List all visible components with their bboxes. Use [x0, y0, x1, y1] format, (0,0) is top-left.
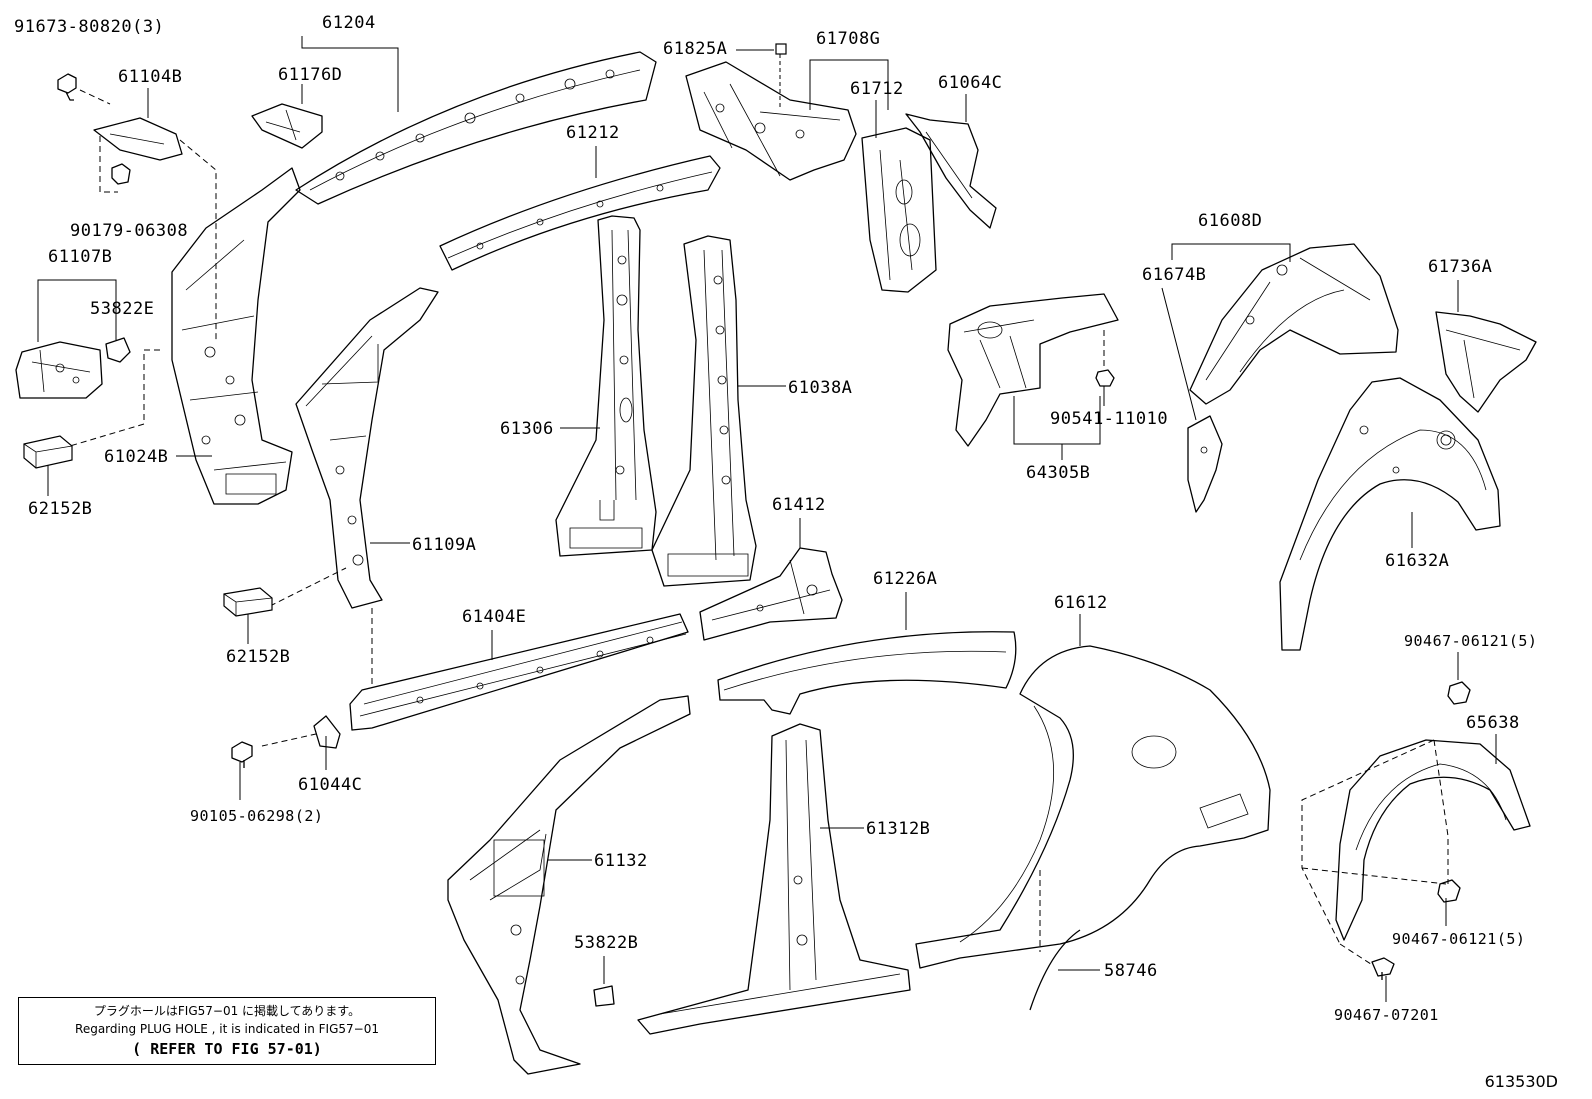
label-90467-06121-lower[interactable]: 90467-06121(5)	[1392, 930, 1525, 948]
dash-65638-clip	[1339, 943, 1375, 967]
label-91673-80820[interactable]: 91673-80820(3)	[14, 17, 164, 37]
label-90467-07201[interactable]: 90467-07201	[1334, 1006, 1439, 1024]
label-90105-06298[interactable]: 90105-06298(2)	[190, 807, 323, 825]
part-labels: 91673-80820(3) 61204 61176D 61104B 90179…	[14, 13, 1537, 1024]
label-61038a[interactable]: 61038A	[788, 378, 852, 398]
label-61064c[interactable]: 61064C	[938, 73, 1002, 93]
label-61109a[interactable]: 61109A	[412, 535, 476, 555]
dash-65638-outline	[1301, 739, 1449, 945]
figure-code: 613530D	[1484, 1072, 1558, 1091]
label-61104b[interactable]: 61104B	[118, 67, 182, 87]
part-61176d[interactable]	[251, 103, 323, 149]
nut-90179[interactable]	[111, 163, 131, 185]
label-61404e[interactable]: 61404E	[462, 607, 526, 627]
label-61044c[interactable]: 61044C	[298, 775, 362, 795]
label-61024b[interactable]: 61024B	[104, 447, 168, 467]
part-64305b[interactable]	[947, 293, 1119, 447]
part-61104b[interactable]	[93, 117, 183, 161]
part-62152b-upper[interactable]	[23, 435, 73, 469]
part-65638[interactable]	[1335, 739, 1531, 941]
label-61736a[interactable]: 61736A	[1428, 257, 1492, 277]
label-58746[interactable]: 58746	[1104, 961, 1158, 981]
label-90467-06121-upper[interactable]: 90467-06121(5)	[1404, 632, 1537, 650]
label-62152b-lower[interactable]: 62152B	[226, 647, 290, 667]
part-61024b[interactable]	[171, 167, 301, 505]
label-61608d[interactable]: 61608D	[1198, 211, 1262, 231]
label-90541-11010[interactable]: 90541-11010	[1050, 409, 1168, 429]
part-61708g[interactable]	[685, 61, 857, 181]
label-53822e[interactable]: 53822E	[90, 299, 154, 319]
part-61736a[interactable]	[1435, 311, 1537, 413]
label-64305b[interactable]: 64305B	[1026, 463, 1090, 483]
label-61212[interactable]: 61212	[566, 123, 620, 143]
part-61038a[interactable]	[651, 235, 757, 587]
label-61632a[interactable]: 61632A	[1385, 551, 1449, 571]
part-61132[interactable]	[447, 695, 691, 1075]
part-61212[interactable]	[439, 155, 721, 271]
part-62152b-lower[interactable]	[223, 587, 273, 617]
note-line-english: Regarding PLUG HOLE , it is indicated in…	[75, 1022, 379, 1036]
part-61064c[interactable]	[905, 113, 997, 229]
leader-61204	[301, 36, 399, 112]
assembly-dashed-lines	[69, 89, 1449, 967]
label-61674b[interactable]: 61674B	[1142, 265, 1206, 285]
part-61404e[interactable]	[349, 613, 689, 731]
part-53822e[interactable]	[105, 337, 131, 363]
clip-90467-06121-upper[interactable]	[1447, 681, 1471, 705]
dash-bolt-61044c	[261, 733, 317, 747]
label-61612[interactable]: 61612	[1054, 593, 1108, 613]
part-61044c[interactable]	[313, 715, 341, 749]
part-61226a[interactable]	[717, 631, 1017, 715]
label-62152b-upper[interactable]: 62152B	[28, 499, 92, 519]
label-61825a[interactable]: 61825A	[663, 39, 727, 59]
label-61712[interactable]: 61712	[850, 79, 904, 99]
dash-61104b-pillar	[179, 139, 217, 340]
part-61608d[interactable]	[1189, 243, 1399, 405]
dash-61104b-nut	[99, 136, 118, 193]
label-61107b[interactable]: 61107B	[48, 247, 112, 267]
part-61412[interactable]	[699, 547, 843, 641]
clip-90467-07201[interactable]	[1371, 957, 1395, 980]
part-61612[interactable]	[915, 645, 1271, 969]
leader-61674b	[1161, 287, 1197, 421]
part-61674b[interactable]	[1187, 415, 1223, 513]
label-61176d[interactable]: 61176D	[278, 65, 342, 85]
leader-61107b	[37, 279, 117, 342]
note-reference[interactable]: ( REFER TO FIG 57-01)	[132, 1040, 322, 1058]
part-58746[interactable]	[1029, 929, 1081, 1011]
part-61306[interactable]	[555, 215, 657, 557]
part-61825a[interactable]	[775, 43, 787, 55]
label-53822b[interactable]: 53822B	[574, 933, 638, 953]
label-90179-06308[interactable]: 90179-06308	[70, 221, 188, 241]
label-61306[interactable]: 61306	[500, 419, 554, 439]
bolt-91673[interactable]	[57, 73, 77, 101]
leader-lines	[37, 36, 1497, 1002]
part-61107b[interactable]	[15, 341, 103, 399]
label-61226a[interactable]: 61226A	[873, 569, 937, 589]
dash-62152b-lower	[269, 567, 347, 607]
bolt-90105[interactable]	[231, 741, 253, 768]
part-61632a[interactable]	[1279, 377, 1501, 651]
label-61708g[interactable]: 61708G	[816, 29, 880, 49]
leader-61608d	[1171, 243, 1291, 262]
clip-90541[interactable]	[1095, 369, 1115, 387]
label-61204[interactable]: 61204	[322, 13, 376, 33]
label-61412[interactable]: 61412	[772, 495, 826, 515]
label-61132[interactable]: 61132	[594, 851, 648, 871]
leader-64305b	[1013, 396, 1101, 445]
part-53822b[interactable]	[593, 985, 615, 1007]
note-line-japanese: プラグホールはFIG57−01 に掲載してあります。	[93, 1004, 361, 1018]
clip-90467-06121-lower[interactable]	[1437, 879, 1461, 903]
plug-hole-note: プラグホールはFIG57−01 に掲載してあります。 Regarding PLU…	[18, 997, 436, 1065]
part-61109a[interactable]	[295, 287, 439, 609]
part-61312b[interactable]	[637, 723, 911, 1035]
dash-62152b-upper	[69, 349, 160, 447]
label-61312b[interactable]: 61312B	[866, 819, 930, 839]
part-61204[interactable]	[295, 51, 657, 205]
label-65638[interactable]: 65638	[1466, 713, 1520, 733]
part-61712[interactable]	[861, 127, 937, 293]
leader-61708g	[809, 59, 889, 110]
dash-bolt-61104b	[79, 89, 111, 105]
